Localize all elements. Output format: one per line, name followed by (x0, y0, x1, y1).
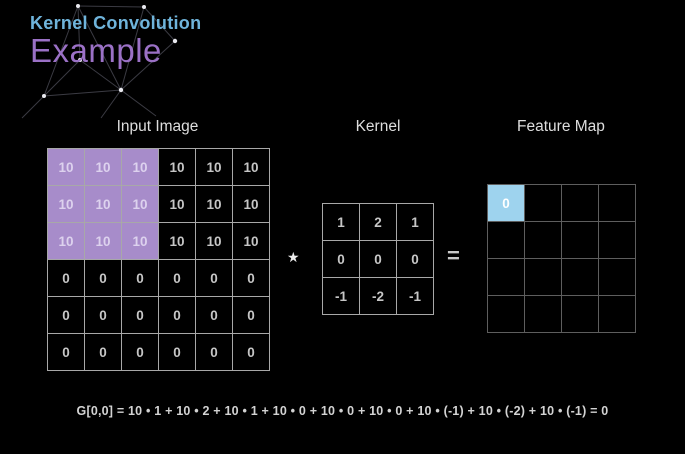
input-image-grid-cell-r1c1: 10 (85, 186, 121, 222)
kernel-grid-cell-r0c1: 2 (360, 204, 396, 240)
input-image-grid-cell-r4c0: 0 (48, 297, 84, 333)
kernel-grid-cell-r0c2: 1 (397, 204, 433, 240)
input-image-grid-cell-r3c0: 0 (48, 260, 84, 296)
slide-subheading: Example (30, 31, 162, 69)
input-image-grid-cell-r4c5: 0 (233, 297, 269, 333)
kernel-grid-cell-r2c0: -1 (323, 278, 359, 314)
feature-map-grid: 0 (487, 184, 636, 333)
feature-map-grid-cell-r0c2 (562, 185, 598, 221)
equals-operator: = (447, 243, 460, 268)
input-image-grid-cell-r4c1: 0 (85, 297, 121, 333)
feature-map-grid-cell-r2c0 (488, 259, 524, 295)
slide-heading: Kernel Convolution (30, 13, 202, 33)
feature-map-grid-cell-r3c0 (488, 296, 524, 332)
input-image-grid-cell-r2c2: 10 (122, 223, 158, 259)
input-image-grid-cell-r3c3: 0 (159, 260, 195, 296)
input-image-grid-cell-r5c4: 0 (196, 334, 232, 370)
input-image-grid-cell-r2c0: 10 (48, 223, 84, 259)
input-image-grid-cell-r0c3: 10 (159, 149, 195, 185)
input-image-grid-cell-r3c1: 0 (85, 260, 121, 296)
input-image-grid-cell-r0c5: 10 (233, 149, 269, 185)
convolution-operator: ★ (287, 249, 300, 265)
input-image-grid-cell-r0c0: 10 (48, 149, 84, 185)
input-image-grid-cell-r0c4: 10 (196, 149, 232, 185)
input-image-grid-cell-r1c0: 10 (48, 186, 84, 222)
kernel-grid-cell-r2c1: -2 (360, 278, 396, 314)
kernel-grid-cell-r2c2: -1 (397, 278, 433, 314)
input-image-grid-cell-r2c4: 10 (196, 223, 232, 259)
feature-map-grid-cell-r0c0: 0 (488, 185, 524, 221)
feature-map-grid-cell-r1c2 (562, 222, 598, 258)
input-image-grid-cell-r0c2: 10 (122, 149, 158, 185)
feature-map-label: Feature Map (517, 118, 605, 135)
kernel-grid-cell-r1c2: 0 (397, 241, 433, 277)
input-image-grid-cell-r2c1: 10 (85, 223, 121, 259)
feature-map-grid-cell-r2c1 (525, 259, 561, 295)
feature-map-grid-cell-r1c3 (599, 222, 635, 258)
feature-map-grid-cell-r3c1 (525, 296, 561, 332)
input-image-grid-cell-r3c2: 0 (122, 260, 158, 296)
input-image-grid-cell-r4c4: 0 (196, 297, 232, 333)
feature-map-grid-cell-r0c1 (525, 185, 561, 221)
input-image-grid-cell-r5c5: 0 (233, 334, 269, 370)
constellation-graphic (21, 4, 178, 119)
input-image-grid-cell-r5c3: 0 (159, 334, 195, 370)
feature-map-grid-cell-r0c3 (599, 185, 635, 221)
feature-map-grid-cell-r3c2 (562, 296, 598, 332)
input-image-label: Input Image (116, 118, 199, 135)
feature-map-grid-cell-r1c1 (525, 222, 561, 258)
input-image-grid-cell-r5c1: 0 (85, 334, 121, 370)
convolution-formula: G[0,0] = 10 • 1 + 10 • 2 + 10 • 1 + 10 •… (76, 404, 609, 418)
input-image-grid-cell-r1c4: 10 (196, 186, 232, 222)
kernel-grid-cell-r1c1: 0 (360, 241, 396, 277)
input-image-grid-cell-r1c2: 10 (122, 186, 158, 222)
input-image-grid-cell-r3c4: 0 (196, 260, 232, 296)
input-image-grid-cell-r5c2: 0 (122, 334, 158, 370)
input-image-grid-cell-r3c5: 0 (233, 260, 269, 296)
feature-map-grid-cell-r2c2 (562, 259, 598, 295)
input-image-grid-cell-r4c2: 0 (122, 297, 158, 333)
feature-map-grid-cell-r3c3 (599, 296, 635, 332)
input-image-grid-cell-r0c1: 10 (85, 149, 121, 185)
kernel-label: Kernel (355, 118, 401, 135)
input-image-grid-cell-r4c3: 0 (159, 297, 195, 333)
title-block: Kernel Convolution Example (30, 13, 201, 67)
kernel-grid-cell-r1c0: 0 (323, 241, 359, 277)
kernel-grid-cell-r0c0: 1 (323, 204, 359, 240)
input-image-grid-cell-r1c3: 10 (159, 186, 195, 222)
feature-map-grid-cell-r2c3 (599, 259, 635, 295)
input-image-grid-cell-r5c0: 0 (48, 334, 84, 370)
input-image-grid-cell-r1c5: 10 (233, 186, 269, 222)
input-image-grid-cell-r2c3: 10 (159, 223, 195, 259)
input-image-grid-cell-r2c5: 10 (233, 223, 269, 259)
feature-map-grid-cell-r1c0 (488, 222, 524, 258)
